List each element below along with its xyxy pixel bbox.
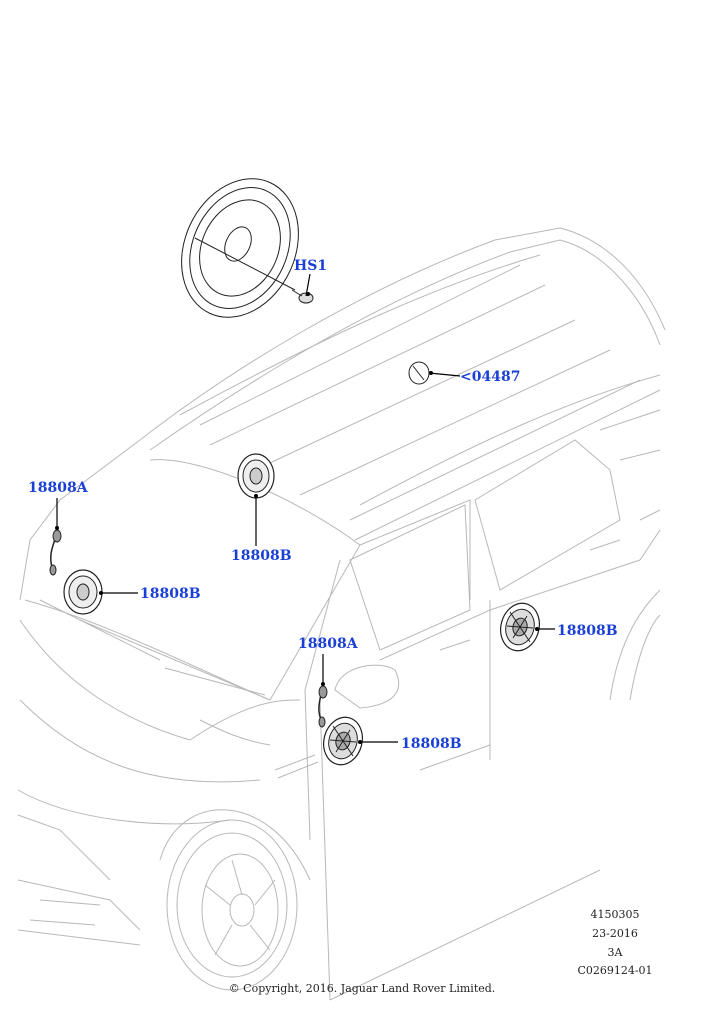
ref-line-1: 4150305: [590, 908, 640, 921]
speaker-rear-door: [500, 602, 540, 652]
callout-18808a-left[interactable]: 18808A: [28, 480, 88, 496]
callout-hs1[interactable]: HS1: [294, 258, 328, 274]
ref-line-3: 3A: [607, 946, 623, 959]
leader-lines: [55, 273, 555, 744]
harness-left: [49, 529, 62, 576]
grommet-04487: [408, 361, 430, 385]
callout-18808b-roof-front[interactable]: 18808B: [231, 548, 292, 564]
copyright-notice: © Copyright, 2016. Jaguar Land Rover Lim…: [228, 982, 496, 995]
speaker-dash-left: [63, 569, 103, 615]
callout-18808b-rear-door[interactable]: 18808B: [557, 623, 618, 639]
callout-18808b-dash-left[interactable]: 18808B: [140, 586, 201, 602]
ref-line-2: 23-2016: [592, 927, 638, 940]
hs1-speaker-exploded: [181, 178, 314, 318]
callout-18808b-front-door[interactable]: 18808B: [401, 736, 462, 752]
vehicle-outline: [17, 227, 666, 1001]
ref-line-4: C0269124-01: [577, 964, 653, 977]
speaker-front-door: [323, 716, 363, 766]
speaker-roof-front: [237, 453, 275, 499]
callout-04487[interactable]: <04487: [460, 369, 521, 385]
callout-18808a-right[interactable]: 18808A: [298, 636, 358, 652]
